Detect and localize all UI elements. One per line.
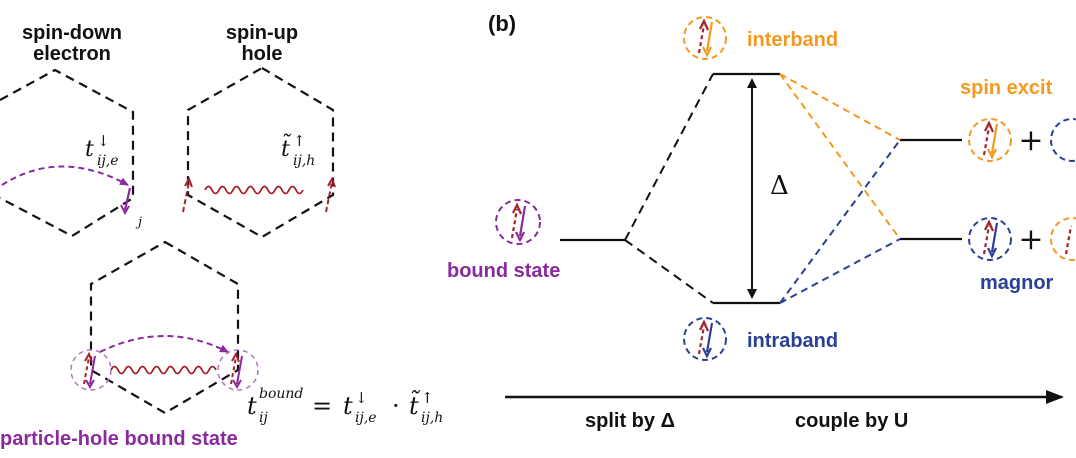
hop-arrow-bound (99, 335, 229, 353)
svg-text:=: = (312, 392, 332, 420)
couple-connector (779, 238, 901, 304)
site-j-label: j (135, 215, 142, 230)
svg-text:t: t (85, 137, 94, 162)
spin-pair-purple-icon (495, 199, 541, 245)
svg-text:↑: ↑ (293, 132, 306, 150)
spin-down-icon (123, 187, 132, 211)
svg-text:t̃: t̃ (281, 132, 292, 162)
svg-text:↑: ↑ (421, 389, 434, 407)
svg-text:·: · (392, 392, 400, 420)
wavy-interaction-icon (204, 185, 304, 195)
spin-pair-navy-icon (683, 317, 727, 361)
hole-label-line1: spin-up (226, 22, 298, 44)
panel-b: (b) Δ bound state (447, 11, 1076, 432)
split-connector-down (624, 239, 714, 304)
interband-label: interband (747, 29, 838, 51)
hop-electron-formula: t ij,e ↓ (85, 132, 119, 169)
hexagon-lattice-icon (89, 240, 240, 415)
hexagon-lattice-icon (0, 68, 135, 238)
spin-excitation-label: spin excit (960, 77, 1053, 99)
hole-label-line2: hole (241, 43, 282, 65)
split-label: split by Δ (585, 410, 675, 432)
hexagon-lattice-icon (186, 66, 335, 239)
spin-pair-navy-icon (968, 217, 1012, 261)
panel-b-label: (b) (488, 11, 516, 36)
electron-label-line2: electron (33, 43, 111, 65)
svg-text:ij: ij (259, 410, 268, 426)
svg-text:ij,e: ij,e (355, 410, 377, 426)
plus-sign: + (1018, 222, 1043, 257)
spin-pair-navy-icon (1050, 118, 1076, 162)
bound-state-label: bound state (447, 260, 560, 282)
svg-text:↓: ↓ (355, 389, 368, 407)
intraband-label: intraband (747, 330, 838, 352)
svg-text:t̃: t̃ (409, 389, 421, 420)
spin-pair-orange-icon (683, 16, 727, 60)
bound-site-circle (217, 349, 259, 391)
hop-hole-formula: t̃ ij,h ↑ (281, 132, 315, 169)
magnon-label: magnor (980, 272, 1054, 294)
spin-up-icon (182, 176, 193, 213)
svg-text:ij,h: ij,h (421, 410, 443, 426)
split-connector-up (624, 73, 714, 241)
hop-arrow-electron (1, 165, 129, 186)
spin-up-icon (325, 176, 336, 213)
svg-text:bound: bound (259, 386, 303, 402)
electron-label-line1: spin-down (22, 22, 122, 44)
couple-connector (779, 73, 901, 240)
spin-pair-orange-icon (1050, 217, 1076, 261)
svg-text:↓: ↓ (97, 132, 110, 150)
spin-pair-orange-icon (968, 118, 1012, 162)
spin-pair-purple-icon (83, 351, 96, 390)
couple-connector (779, 73, 901, 141)
couple-connector (779, 139, 901, 304)
spin-pair-purple-icon (230, 351, 243, 390)
svg-text:t: t (343, 392, 353, 420)
plus-sign: + (1018, 123, 1043, 158)
bound-hopping-formula: t ij bound = t ij,e ↓ · t̃ ij,h ↑ (247, 386, 443, 426)
svg-text:ij,h: ij,h (293, 153, 315, 169)
svg-text:t: t (247, 392, 257, 420)
wavy-interaction-icon (110, 365, 217, 375)
couple-label: couple by U (795, 410, 908, 432)
panel-a: spin-down electron spin-up hole t ij,e ↓… (0, 22, 443, 450)
svg-text:ij,e: ij,e (97, 153, 119, 169)
gap-symbol: Δ (770, 171, 789, 201)
bound-state-title: particle-hole bound state (0, 428, 238, 450)
